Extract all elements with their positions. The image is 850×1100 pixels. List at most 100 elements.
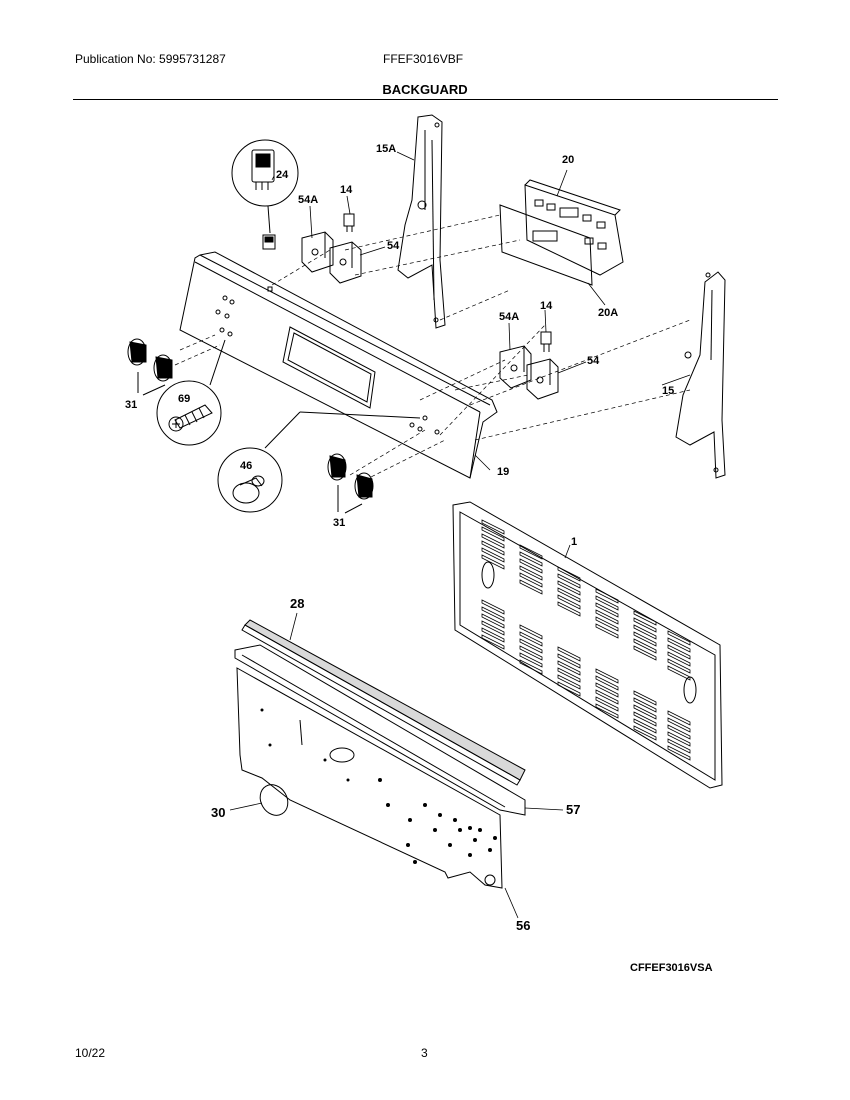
label-31-lower: 31 (333, 517, 345, 529)
vent-slot (519, 572, 543, 588)
label-56: 56 (516, 918, 530, 933)
vent-slot (557, 681, 581, 697)
vent-slot (633, 631, 657, 647)
plug-30 (259, 784, 289, 816)
label-46: 46 (240, 460, 252, 472)
vent-slot (667, 717, 691, 733)
vent-slot (481, 526, 505, 542)
vent-slot (519, 652, 543, 668)
header-rule (73, 99, 778, 100)
page-title: BACKGUARD (382, 82, 468, 97)
vent-slot (633, 617, 657, 633)
overlay-20a (499, 204, 593, 286)
label-15: 15 (662, 385, 674, 397)
vent-slot (595, 602, 619, 618)
infinite-switch-54a-upper (301, 231, 334, 273)
vent-slot (519, 638, 543, 654)
vent-slot (595, 623, 619, 639)
panel-56 (236, 667, 503, 889)
vent-slot (595, 696, 619, 712)
vent-slot (595, 595, 619, 611)
page-number: 3 (421, 1046, 428, 1060)
vent-slot (481, 613, 505, 629)
vent-slot (519, 631, 543, 647)
vent-slot (557, 646, 581, 662)
vent-slot (519, 551, 543, 567)
switch-callout (231, 139, 299, 250)
vent-slot (519, 565, 543, 581)
label-14-lower: 14 (540, 300, 553, 312)
infinite-switch-54a-lower (499, 345, 532, 389)
knob-31-left-a (127, 338, 147, 366)
label-28: 28 (290, 596, 304, 611)
vent-slot (633, 711, 657, 727)
vent-slot (557, 566, 581, 582)
clip-14-upper (343, 213, 355, 232)
vent-slot (519, 544, 543, 560)
label-54-upper: 54 (387, 240, 400, 252)
vent-slot (633, 638, 657, 654)
vent-slot (633, 610, 657, 626)
label-31-left: 31 (125, 399, 137, 411)
vent-slot (595, 682, 619, 698)
vent-slot (667, 731, 691, 747)
label-54a-lower: 54A (499, 311, 519, 323)
label-54a-upper: 54A (298, 194, 318, 206)
vent-slot (667, 738, 691, 754)
vent-slot (633, 645, 657, 661)
label-57: 57 (566, 802, 580, 817)
label-15a: 15A (376, 143, 396, 155)
vent-slot (557, 580, 581, 596)
vent-slot (519, 659, 543, 675)
vent-slot (481, 533, 505, 549)
vent-slot (633, 718, 657, 734)
vent-slot (557, 660, 581, 676)
footer-date: 10/22 (75, 1046, 106, 1060)
vent-slot (633, 725, 657, 741)
vent-slot (481, 627, 505, 643)
vent-slot (667, 651, 691, 667)
infinite-switch-54-upper (329, 241, 362, 284)
infinite-switch-54-lower (526, 358, 559, 400)
screw-callout-69 (156, 339, 226, 446)
vent-slot (633, 690, 657, 706)
model-number: FFEF3016VBF (383, 52, 464, 66)
strip-57 (234, 644, 526, 816)
electronic-control-20 (524, 179, 624, 276)
standoff-callout-46 (217, 411, 421, 513)
vent-slot (633, 624, 657, 640)
vent-slot (633, 697, 657, 713)
knob-31-lower-b (354, 472, 374, 500)
vent-slot (595, 703, 619, 719)
vent-slot (519, 579, 543, 595)
vent-slot (595, 609, 619, 625)
vent-slot (519, 558, 543, 574)
bracket-15 (675, 271, 726, 479)
vent-slot (481, 634, 505, 650)
vent-slot (519, 624, 543, 640)
vent-slot (667, 665, 691, 681)
knob-31-left-b (153, 354, 173, 382)
vent-slot (595, 675, 619, 691)
rear-panel-vents (481, 519, 691, 761)
trim-28 (241, 619, 526, 786)
vent-slot (481, 599, 505, 615)
part-labels: 24 15A 20 14 54A 54 20A 14 54A 54 15 31 … (125, 143, 674, 933)
label-19: 19 (497, 466, 509, 478)
panel-56-holes (260, 708, 497, 864)
vent-slot (595, 616, 619, 632)
vent-slot (557, 667, 581, 683)
vent-slot (557, 653, 581, 669)
vent-slot (481, 547, 505, 563)
knob-31-lower-a (327, 453, 347, 481)
bracket-15a (397, 114, 446, 329)
leader-lines (229, 151, 691, 919)
vent-slot (481, 606, 505, 622)
backguard-panel-19 (179, 251, 498, 479)
rear-panel-1 (452, 501, 723, 789)
label-20a: 20A (598, 307, 618, 319)
vent-slot (667, 658, 691, 674)
vent-slot (667, 724, 691, 740)
vent-slot (667, 637, 691, 653)
